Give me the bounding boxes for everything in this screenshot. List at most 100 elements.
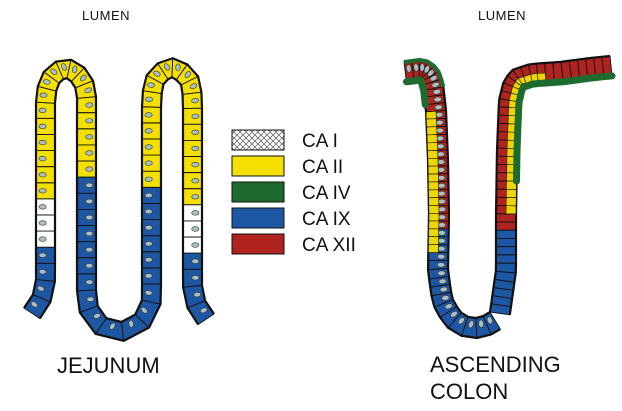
cell-nucleus	[87, 297, 94, 302]
jejunum-villi	[24, 58, 214, 341]
cell-nucleus	[39, 237, 46, 242]
epithelial-cell	[496, 230, 516, 238]
cell-nucleus	[40, 93, 47, 98]
cell-nucleus	[86, 102, 94, 107]
legend-swatch-ca-iv	[232, 182, 284, 202]
cell-nucleus	[193, 292, 201, 297]
cell-nucleus	[39, 156, 46, 161]
ca-ii-apical-region	[428, 174, 438, 182]
epithelial-cell	[496, 222, 516, 230]
legend-swatch-ca-i	[232, 130, 284, 150]
cell-nucleus	[437, 262, 445, 267]
ca-ii-apical-region	[506, 198, 516, 206]
epithelial-cell	[496, 247, 516, 255]
ca-ii-apical-region	[429, 190, 439, 198]
epithelial-cell	[496, 238, 516, 246]
apical-membrane	[510, 76, 612, 315]
ca-ii-apical-region	[427, 127, 437, 135]
ca-ii-apical-region	[427, 135, 437, 143]
legend-label-ca-ix: CA IX	[302, 209, 351, 230]
legend-label-ca-iv: CA IV	[302, 183, 351, 204]
cell-nucleus	[39, 140, 46, 145]
cell-nucleus	[86, 247, 93, 252]
cell-nucleus	[192, 275, 199, 280]
cell-nucleus	[86, 215, 93, 220]
cell-nucleus	[145, 241, 152, 246]
cell-nucleus	[86, 167, 93, 172]
cell-nucleus	[438, 230, 446, 235]
ca-ii-apical-region	[428, 166, 438, 174]
cell-nucleus	[39, 108, 46, 113]
cell-nucleus	[86, 199, 93, 204]
cell-nucleus	[39, 253, 46, 258]
cell-nucleus	[192, 227, 199, 232]
ca-iv-luminal-band	[407, 80, 426, 105]
legend-label-ca-ii: CA II	[302, 157, 343, 178]
cell-nucleus	[192, 114, 199, 119]
cell-nucleus	[86, 135, 93, 140]
cell-nucleus	[145, 113, 152, 118]
cell-nucleus	[86, 263, 93, 268]
legend: CA I CA II CA IV CA IX CA XII	[232, 130, 356, 256]
cell-nucleus	[145, 193, 152, 198]
cell-nucleus	[145, 225, 152, 230]
cell-nucleus	[86, 231, 93, 236]
cell-nucleus	[39, 124, 46, 129]
cell-nucleus	[86, 151, 93, 156]
legend-swatch-ca-ix	[232, 208, 284, 228]
cell-nucleus	[192, 146, 199, 151]
legend-label-ca-xii: CA XII	[302, 235, 356, 256]
cell-nucleus	[145, 145, 152, 150]
epithelial-cell	[496, 214, 516, 222]
cell-nucleus	[86, 183, 93, 188]
cell-nucleus	[39, 205, 46, 210]
cell-nucleus	[192, 243, 199, 248]
ca-ii-apical-region	[429, 221, 439, 229]
ca-ii-apical-region	[428, 245, 438, 253]
cell-nucleus	[478, 320, 483, 328]
ca-ii-apical-region	[429, 229, 439, 237]
epithelial-cell	[496, 255, 516, 263]
ascending-colon-crypt	[404, 56, 612, 338]
cell-nucleus	[39, 189, 46, 194]
legend-swatch-ca-ii	[232, 156, 284, 176]
cell-nucleus	[145, 97, 152, 102]
cell-nucleus	[86, 280, 93, 285]
ca-iv-luminal-band	[517, 76, 613, 181]
cell-nucleus	[438, 271, 446, 276]
cell-nucleus	[39, 269, 47, 274]
cell-nucleus	[438, 183, 446, 188]
cell-nucleus	[192, 130, 199, 135]
ca-ii-apical-region	[426, 119, 436, 127]
cell-nucleus	[86, 119, 93, 124]
ca-ii-apical-region	[429, 198, 439, 206]
cell-nucleus	[145, 161, 152, 166]
cell-nucleus	[145, 129, 152, 134]
cell-nucleus	[145, 274, 152, 279]
cell-nucleus	[192, 195, 199, 200]
cell-nucleus	[176, 64, 181, 71]
ca-ii-apical-region	[428, 158, 438, 166]
ca-ii-apical-region	[428, 182, 438, 190]
cell-nucleus	[39, 172, 46, 177]
ca-ii-apical-region	[506, 189, 516, 197]
cell-nucleus	[145, 177, 152, 182]
cell-nucleus	[435, 104, 443, 110]
legend-swatch-ca-xii	[232, 234, 284, 254]
ca-ii-apical-region	[428, 150, 438, 158]
cell-nucleus	[192, 178, 199, 183]
ca-ii-apical-region	[426, 111, 436, 119]
cell-nucleus	[192, 211, 199, 216]
cell-nucleus	[145, 209, 152, 214]
apical-membrane	[40, 77, 198, 341]
ca-ii-apical-region	[429, 206, 439, 214]
cell-nucleus	[437, 254, 445, 259]
ca-ii-apical-region	[427, 143, 437, 151]
cell-nucleus	[192, 162, 199, 167]
cell-nucleus	[39, 221, 46, 226]
legend-label-ca-i: CA I	[302, 131, 338, 152]
cell-nucleus	[145, 258, 152, 263]
ca-ii-apical-region	[506, 206, 516, 214]
ca-ii-apical-region	[429, 237, 439, 245]
